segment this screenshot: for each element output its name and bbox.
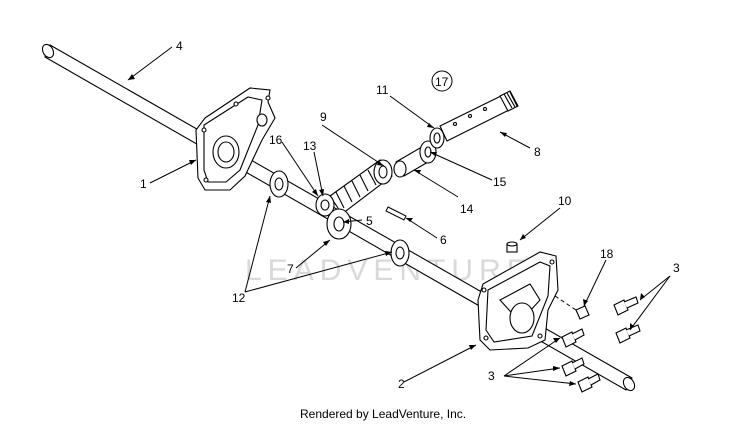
- gear-bushing: [326, 208, 352, 240]
- callout-16: 16: [269, 133, 283, 147]
- callout-9: 9: [320, 110, 327, 124]
- right-gear-housing: [477, 251, 559, 351]
- callout-10: 10: [558, 194, 572, 208]
- washer-upper: [269, 170, 289, 198]
- leader-lines: [127, 46, 671, 385]
- callout-15: 15: [493, 175, 507, 189]
- washer-lower: [390, 239, 410, 267]
- callout-17: 17: [435, 75, 449, 89]
- watermark: LEADVENTURE: [245, 254, 533, 287]
- callout-12: 12: [232, 291, 246, 305]
- callout-3: 3: [488, 369, 495, 383]
- callout-11: 11: [376, 83, 389, 97]
- key-pin: [385, 206, 407, 221]
- callout-17-badge: 17: [431, 70, 453, 92]
- bearing-ring: [429, 127, 445, 149]
- callout-14: 14: [460, 202, 474, 216]
- bolt: [561, 357, 585, 377]
- callout-2: 2: [398, 377, 405, 391]
- leader-arrowheads: [128, 74, 645, 386]
- input-shaft: [439, 90, 519, 142]
- bolt: [561, 328, 585, 348]
- render-credit: Rendered by LeadVenture, Inc.: [300, 407, 466, 421]
- callout-1: 1: [140, 177, 147, 191]
- callout-7: 7: [287, 262, 294, 276]
- callout-5: 5: [366, 214, 373, 228]
- callout-8: 8: [534, 145, 541, 159]
- assembly-guide-line: [554, 295, 577, 311]
- callout-18: 18: [600, 247, 614, 261]
- screw: [575, 305, 590, 320]
- bolt: [613, 296, 639, 316]
- callout-13: 13: [303, 139, 317, 153]
- thrust-bearing: [373, 159, 393, 185]
- callout-3: 3: [673, 261, 680, 275]
- left-gear-housing: [195, 87, 276, 191]
- bolt: [577, 373, 601, 393]
- vent-plug: [506, 241, 518, 253]
- bolt: [615, 324, 641, 344]
- callout-6: 6: [440, 233, 447, 247]
- callout-4: 4: [176, 39, 183, 53]
